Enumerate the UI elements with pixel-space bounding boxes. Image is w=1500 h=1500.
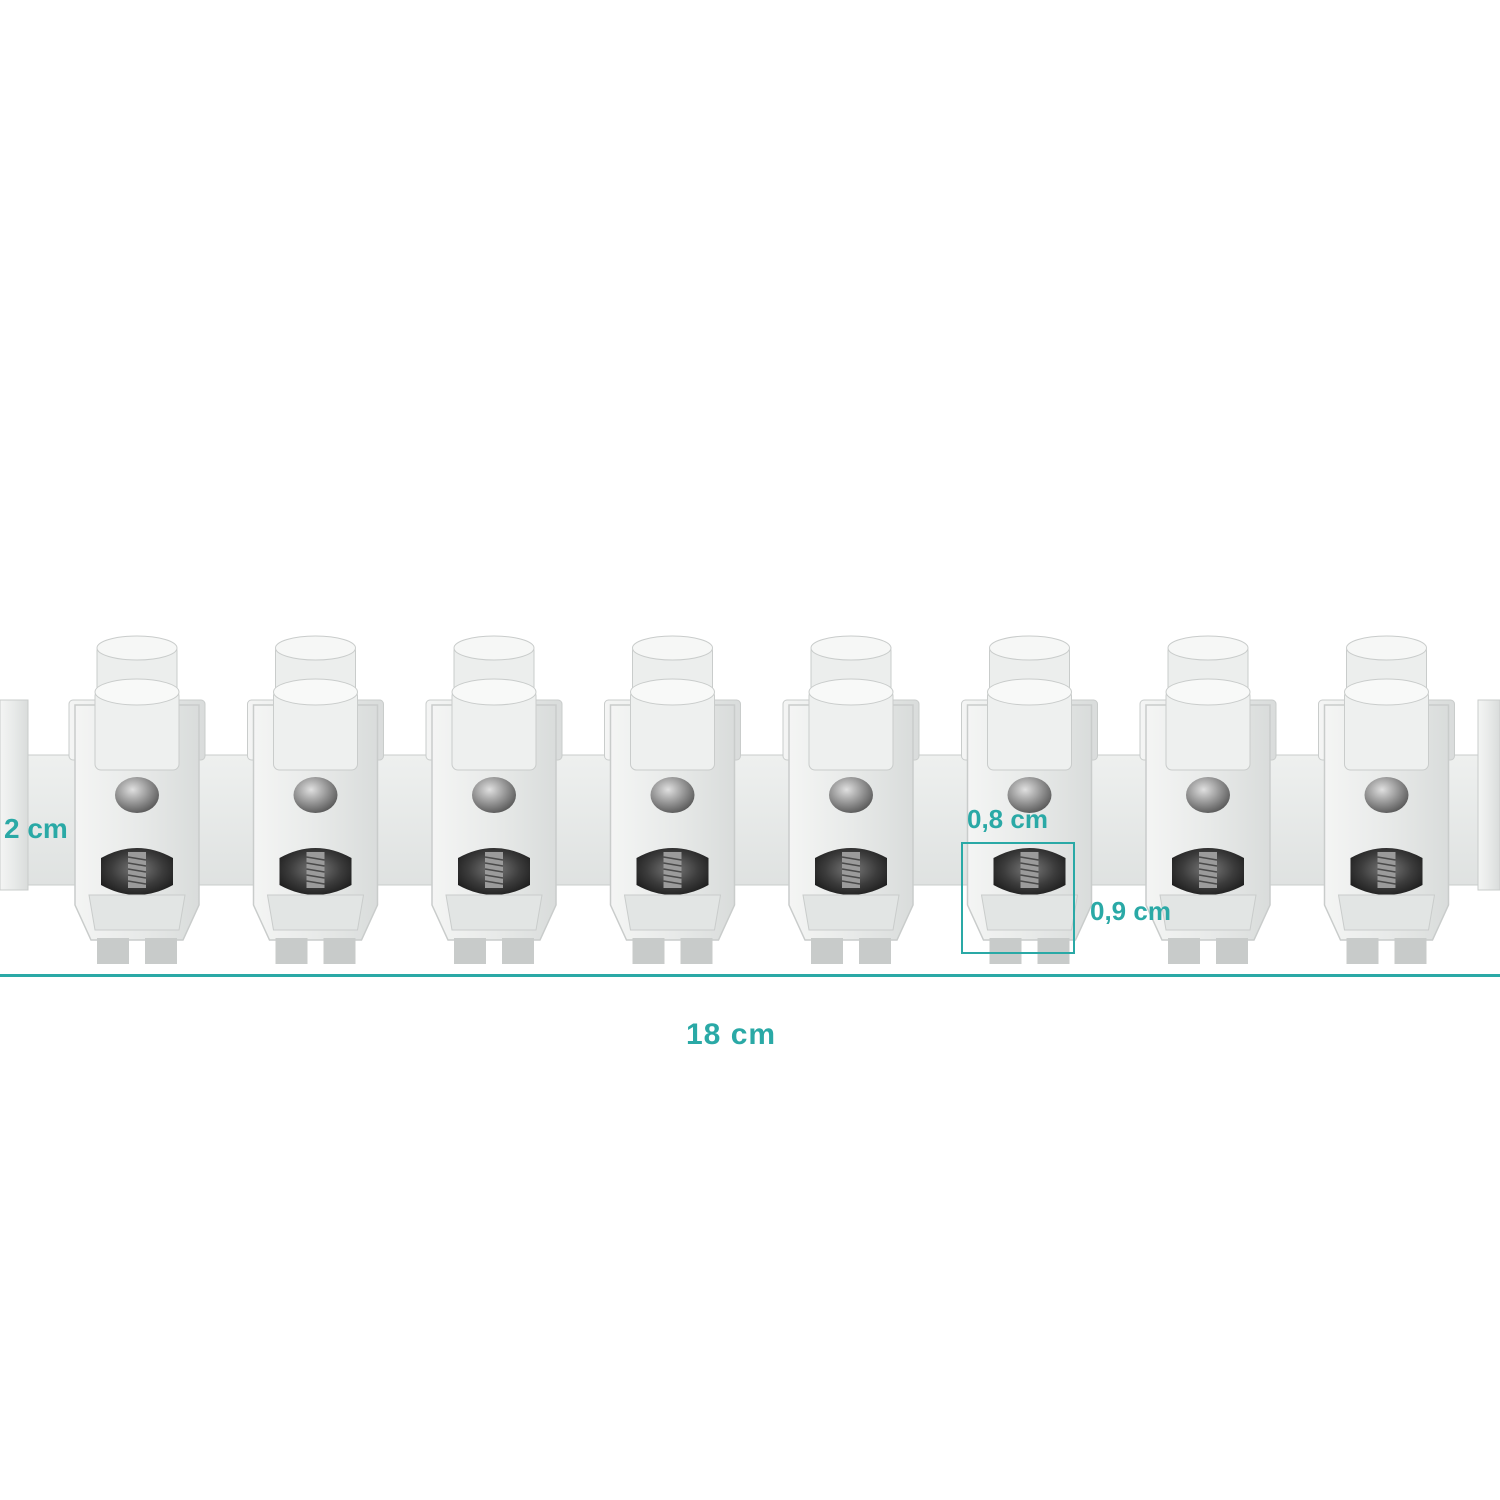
length-dimension-line — [0, 974, 1500, 977]
terminal-lower-face — [445, 894, 543, 931]
screw-thread — [663, 874, 682, 879]
screw-thread — [484, 868, 504, 873]
screw-thread — [484, 880, 504, 885]
screw-thread — [1377, 874, 1396, 879]
terminal-lower-face — [802, 894, 900, 931]
screw-thread — [127, 856, 147, 861]
strip-end-right — [1477, 699, 1500, 891]
cell-width-label: 0,8 cm — [967, 804, 1048, 834]
screw-thread — [841, 880, 861, 885]
screw-thread — [1198, 856, 1218, 861]
screw-thread — [306, 862, 325, 867]
terminal-strip — [0, 635, 1500, 964]
screw-thread — [306, 868, 325, 873]
terminal-foot — [1394, 938, 1427, 964]
screw-thread — [306, 856, 325, 861]
top-screw-head — [115, 777, 159, 813]
terminal-lower-face — [980, 894, 1079, 931]
front-collar-opening — [273, 678, 358, 706]
cell-height-label: 0,9 cm — [1090, 896, 1171, 926]
terminal-foot — [632, 938, 665, 964]
terminal-lower-face — [266, 894, 365, 931]
screw-thread — [1377, 862, 1396, 867]
screw-thread — [1198, 880, 1218, 885]
top-screw-head — [1007, 777, 1052, 813]
screw-thread — [841, 862, 861, 867]
screw-thread — [127, 880, 147, 885]
top-screw-head — [1186, 777, 1230, 813]
screw-thread — [1198, 868, 1218, 873]
front-collar-opening — [1165, 678, 1251, 706]
terminal-foot — [859, 938, 891, 964]
terminal-foot — [97, 938, 129, 964]
strip-bar — [0, 754, 1500, 886]
strip-end-left — [0, 699, 29, 891]
screw-thread — [306, 880, 325, 885]
screw-thread — [1198, 862, 1218, 867]
front-collar-opening — [630, 678, 715, 706]
screw-thread — [1377, 868, 1396, 873]
terminal-foot — [502, 938, 534, 964]
terminal-foot — [1037, 938, 1070, 964]
terminal-foot — [145, 938, 177, 964]
screw-thread — [484, 862, 504, 867]
screw-thread — [663, 880, 682, 885]
terminal-foot — [1168, 938, 1200, 964]
terminal-foot — [1216, 938, 1248, 964]
front-collar-opening — [808, 678, 894, 706]
rear-collar-opening — [453, 635, 535, 661]
rear-collar-opening — [1167, 635, 1249, 661]
front-collar-opening — [94, 678, 180, 706]
rear-collar-opening — [989, 635, 1070, 661]
top-screw-head — [472, 777, 516, 813]
screw-thread — [841, 856, 861, 861]
screw-thread — [1377, 856, 1396, 861]
rear-collar-opening — [1346, 635, 1427, 661]
screw-thread — [841, 868, 861, 873]
screw-thread — [306, 874, 325, 879]
length-label: 18 cm — [686, 1018, 777, 1051]
terminal-lower-face — [1159, 894, 1257, 931]
front-collar-opening — [987, 678, 1072, 706]
top-screw-head — [650, 777, 695, 813]
screw-thread — [484, 856, 504, 861]
rear-collar-opening — [275, 635, 356, 661]
screw-thread — [1377, 880, 1396, 885]
screw-thread — [841, 874, 861, 879]
top-screw-head — [293, 777, 338, 813]
terminal-foot — [1346, 938, 1379, 964]
screw-thread — [1020, 874, 1039, 879]
top-screw-head — [829, 777, 873, 813]
screw-thread — [484, 874, 504, 879]
top-screw-head — [1364, 777, 1409, 813]
screw-thread — [127, 868, 147, 873]
front-collar-opening — [1344, 678, 1429, 706]
screw-thread — [1020, 856, 1039, 861]
terminal-foot — [680, 938, 713, 964]
rear-collar-opening — [632, 635, 713, 661]
terminal-foot — [989, 938, 1022, 964]
screw-thread — [127, 874, 147, 879]
screw-thread — [1020, 880, 1039, 885]
cell-dimension-box — [961, 842, 1075, 954]
screw-thread — [1198, 874, 1218, 879]
screw-thread — [1020, 862, 1039, 867]
terminal-lower-face — [1337, 894, 1436, 931]
terminal-foot — [323, 938, 356, 964]
height-label: 2 cm — [4, 813, 68, 844]
screw-thread — [1020, 868, 1039, 873]
terminal-foot — [275, 938, 308, 964]
rear-collar-opening — [96, 635, 178, 661]
terminal-foot — [811, 938, 843, 964]
screw-thread — [663, 856, 682, 861]
terminal-lower-face — [623, 894, 722, 931]
screw-thread — [127, 862, 147, 867]
screw-thread — [663, 862, 682, 867]
rear-collar-opening — [810, 635, 892, 661]
front-collar-opening — [451, 678, 537, 706]
terminal-foot — [454, 938, 486, 964]
terminal-lower-face — [88, 894, 186, 931]
screw-thread — [663, 868, 682, 873]
